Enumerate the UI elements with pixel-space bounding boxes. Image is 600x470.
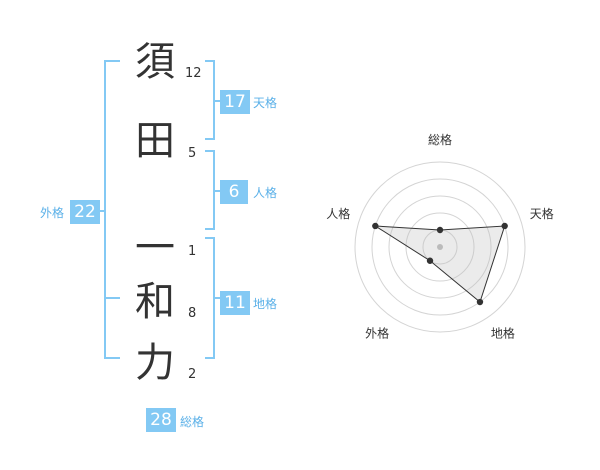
soukaku-label: 総格 — [180, 415, 205, 429]
stroke-count-2: 5 — [188, 146, 197, 161]
tenkaku-badge: 17 — [220, 90, 250, 114]
radar-ring-3 — [388, 195, 492, 299]
radar-axis-label-1: 総格 — [428, 132, 452, 147]
name-char-4: 和 — [135, 279, 175, 325]
chikaku-badge: 11 — [220, 291, 250, 315]
radar-point-3 — [476, 298, 484, 306]
name-char-2: 田 — [135, 118, 175, 164]
gaikaku-label: 外格 — [40, 206, 65, 220]
radar-axis-label-5: 人格 — [326, 206, 350, 221]
jinkaku-badge: 6 — [220, 180, 248, 204]
chikaku-label: 地格 — [253, 297, 278, 311]
tenkaku-label: 天格 — [253, 96, 278, 110]
stroke-count-3: 1 — [188, 244, 197, 259]
radar-center — [437, 244, 443, 250]
stroke-count-5: 2 — [188, 367, 197, 382]
radar-point-4 — [426, 257, 434, 264]
name-char-5: 力 — [135, 340, 175, 386]
radar-point-5 — [372, 222, 379, 230]
name-char-3: 一 — [135, 225, 175, 271]
gaikaku-badge: 22 — [70, 200, 100, 224]
jinkaku-label: 人格 — [253, 186, 278, 200]
stroke-count-1: 12 — [185, 66, 202, 81]
stroke-count-4: 8 — [188, 306, 197, 321]
radar-area — [375, 225, 506, 303]
radar-point-2 — [501, 222, 508, 230]
soukaku-badge: 28 — [146, 408, 176, 432]
radar-ring-4 — [371, 178, 509, 316]
radar-axis-label-4: 外格 — [365, 326, 389, 341]
radar-ring-2 — [405, 212, 475, 282]
radar-ring-5 — [354, 161, 526, 333]
name-char-1: 須 — [135, 39, 175, 85]
radar-point-1 — [436, 226, 444, 234]
radar-axis-label-2: 天格 — [530, 206, 554, 221]
radar-axis-label-3: 地格 — [491, 326, 515, 341]
